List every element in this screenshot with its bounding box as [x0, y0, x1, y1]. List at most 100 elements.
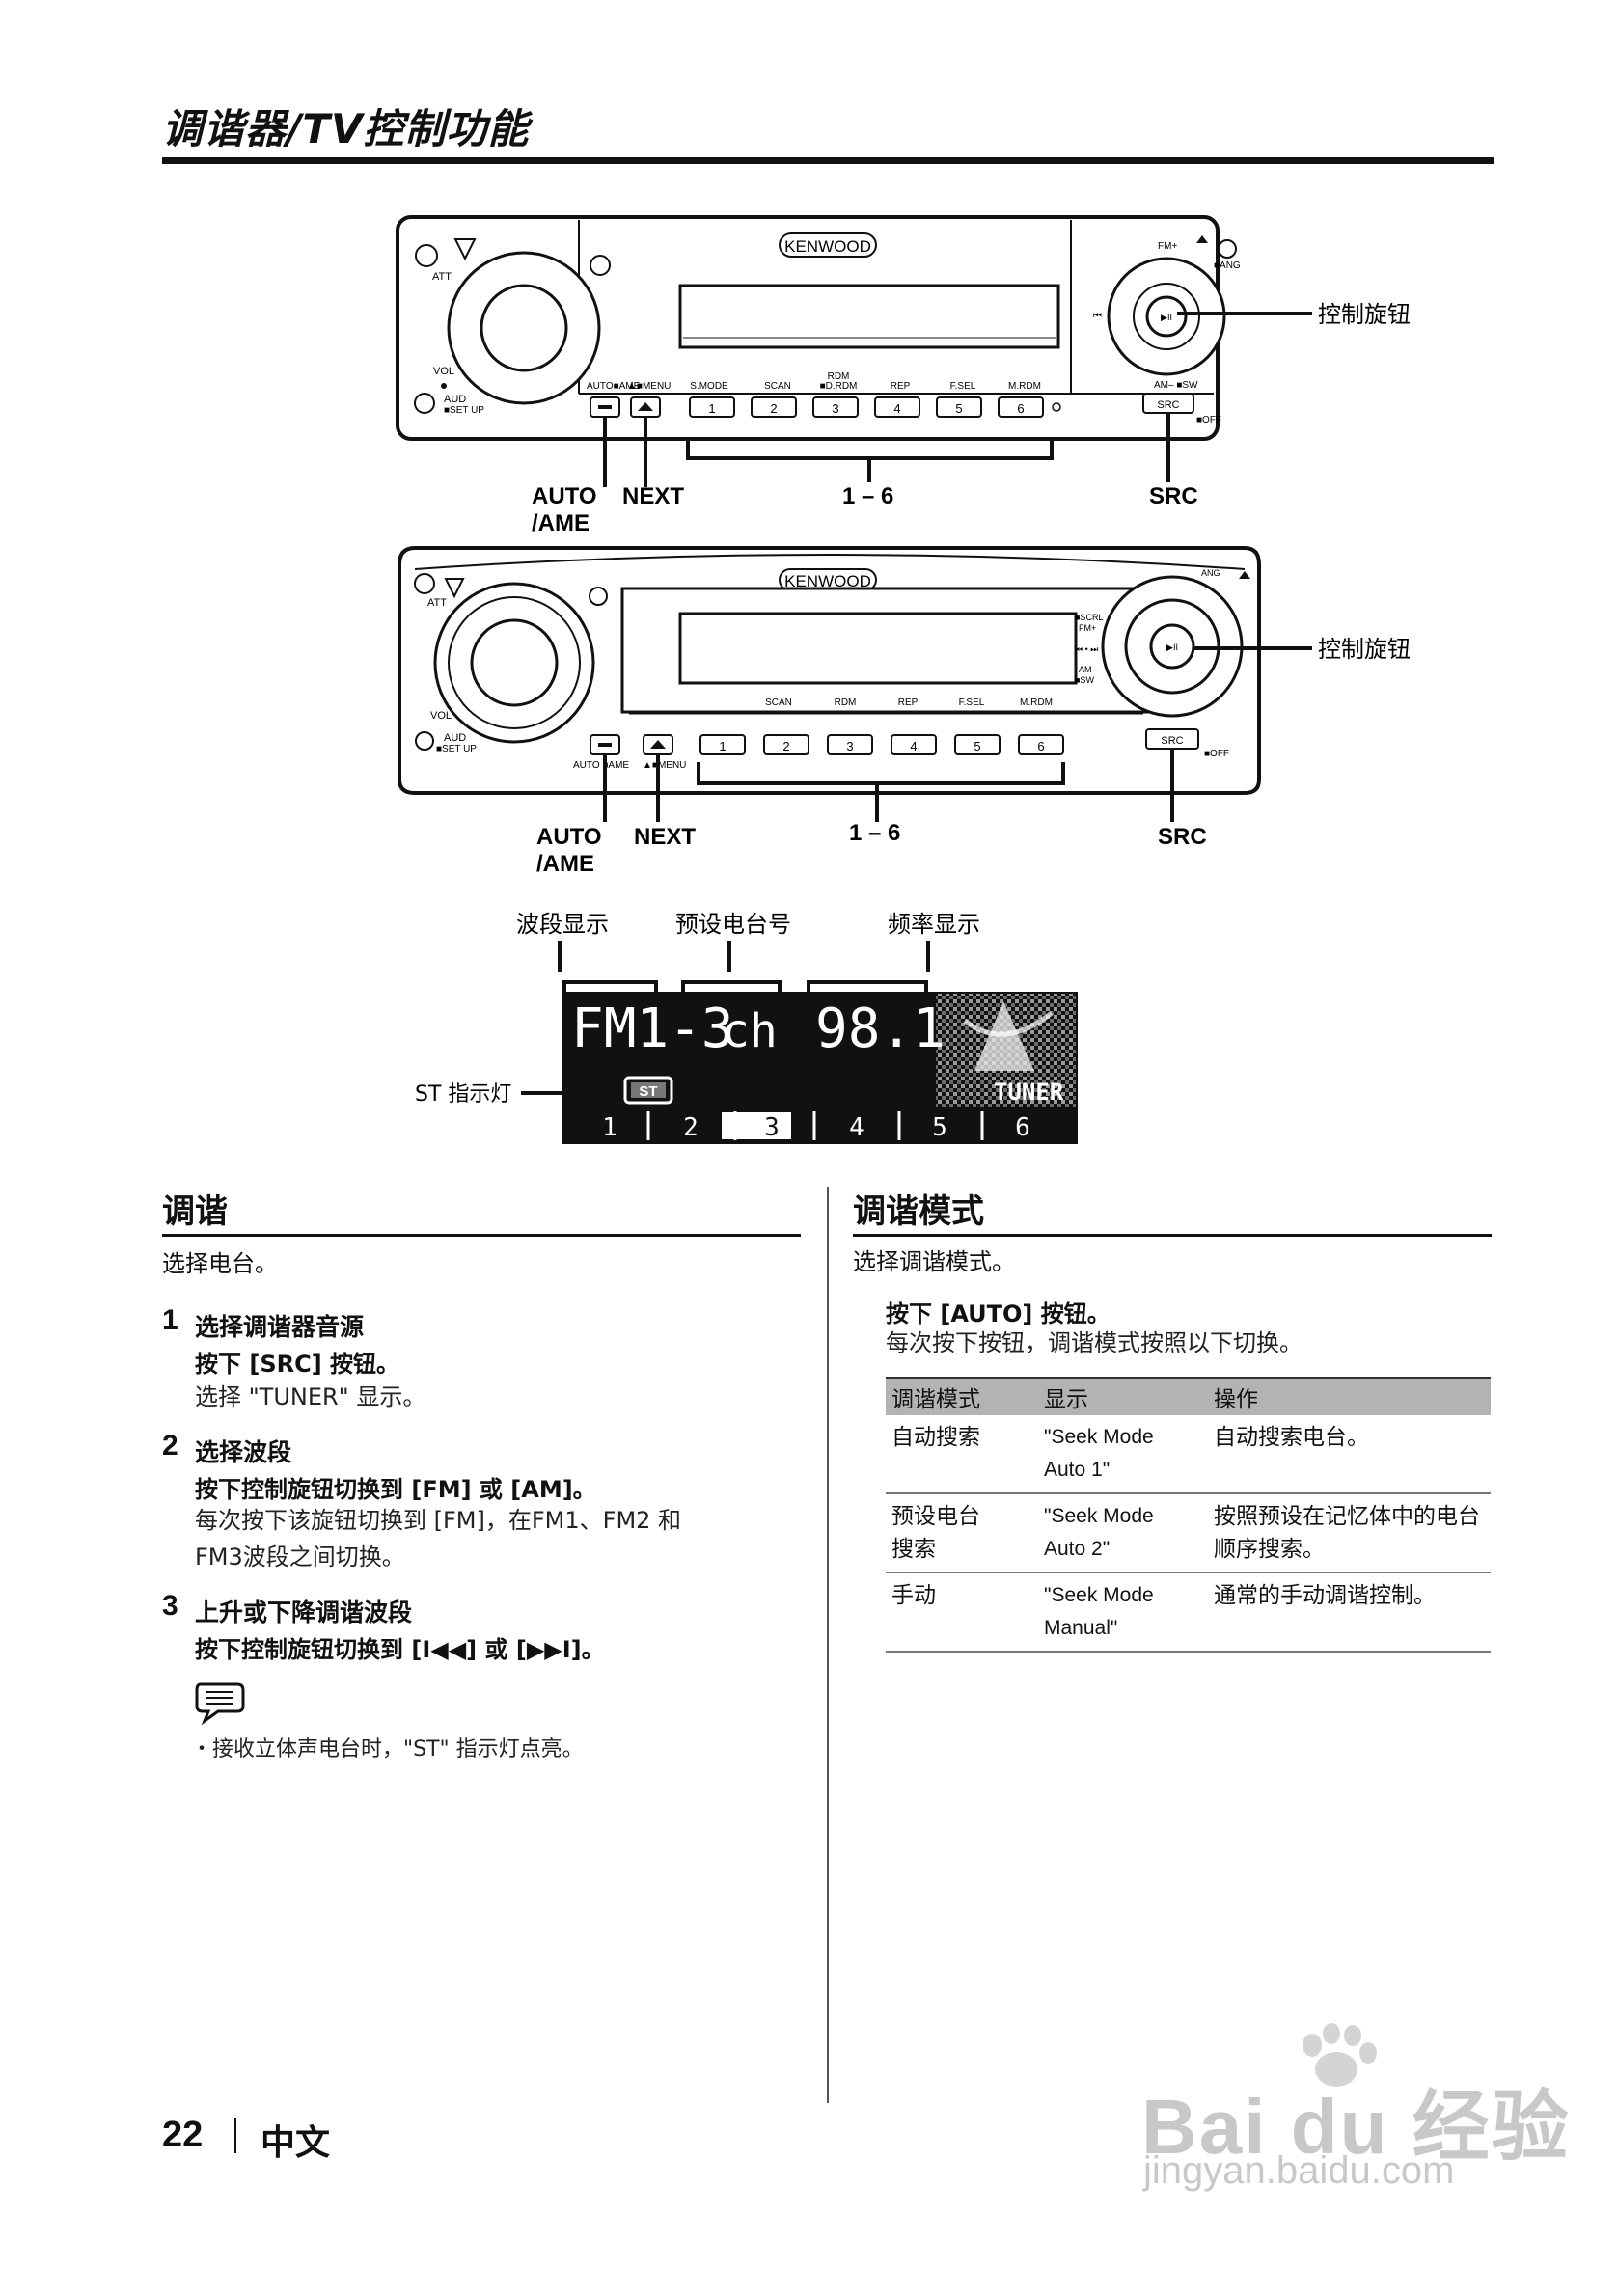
svg-text:6: 6 — [1037, 739, 1044, 753]
svg-text:2: 2 — [683, 1113, 699, 1142]
table-row: 预设电台 搜索 "Seek Mode Auto 2" 按照预设在记忆体中的电台 … — [886, 1493, 1491, 1573]
svg-text:AUTO: AUTO — [536, 824, 602, 850]
svg-text:■D.RDM: ■D.RDM — [820, 381, 858, 392]
svg-text:SRC: SRC — [1157, 399, 1179, 411]
svg-text:1 – 6: 1 – 6 — [849, 820, 900, 846]
svg-text:控制旋钮: 控制旋钮 — [1318, 636, 1411, 663]
radio-unit-1: KENWOOD ATT VOL AUD ■SET UP AUTO■AME ▲■M… — [396, 215, 1411, 536]
svg-text:/AME: /AME — [532, 510, 590, 536]
watermark-url: jingyan.baidu.com — [1143, 2149, 1455, 2192]
st-label: ST 指示灯 — [415, 1082, 511, 1107]
svg-text:4: 4 — [849, 1113, 864, 1142]
table-row: 自动搜索 "Seek Mode Auto 1" 自动搜索电台。 — [886, 1415, 1491, 1494]
svg-text:SCAN: SCAN — [764, 381, 791, 392]
step-action: 按下控制旋钮切换到 [I◀◀] 或 [▶▶I]。 — [195, 1636, 605, 1663]
svg-text:F.SEL: F.SEL — [959, 697, 985, 708]
svg-text:NEXT: NEXT — [634, 824, 696, 850]
presets-callout: 1 – 6 — [842, 483, 893, 509]
column-divider — [827, 1187, 829, 2103]
svg-text:M.RDM: M.RDM — [1020, 697, 1053, 708]
svg-text:M.RDM: M.RDM — [1008, 381, 1041, 392]
svg-text:3: 3 — [846, 739, 853, 753]
svg-text:ATT: ATT — [427, 597, 447, 609]
setup-label: ■SET UP — [444, 405, 484, 416]
preset-keys-2: 1 2 3 4 5 6 — [699, 734, 1064, 755]
radio-unit-2: KENWOOD ATT VOL AUD ■SET UP SCAN RDM REP… — [398, 546, 1411, 877]
table-header-row: 调谐模式 显示 操作 — [886, 1377, 1491, 1415]
svg-text:1: 1 — [719, 739, 726, 753]
knob-callout: 控制旋钮 — [1318, 301, 1411, 328]
st-indicator: ST — [639, 1083, 657, 1100]
svg-text:FM+: FM+ — [1158, 241, 1177, 252]
svg-text:■OFF: ■OFF — [1204, 749, 1229, 759]
svg-text:■SW: ■SW — [1075, 675, 1094, 685]
svg-text:⏮: ⏮ — [1093, 311, 1102, 321]
radio-diagrams: KENWOOD ATT VOL AUD ■SET UP AUTO■AME ▲■M… — [396, 215, 1411, 1144]
menu-label: ▲■MENU — [627, 381, 671, 392]
svg-text:AM– ■SW: AM– ■SW — [1154, 380, 1198, 391]
table-header: 操作 — [1208, 1377, 1491, 1415]
footer-divider — [234, 2118, 236, 2153]
table-row: 手动 "Seek Mode Manual" 通常的手动调谐控制。 — [886, 1572, 1491, 1653]
brand-logo: KENWOOD — [784, 237, 871, 256]
tuner-label: TUNER — [994, 1079, 1064, 1106]
next-callout: NEXT — [622, 483, 684, 509]
svg-text:5: 5 — [932, 1113, 947, 1142]
section-rule-left — [162, 1234, 801, 1237]
page-title: 调谐器/TV控制功能 — [162, 105, 530, 152]
table-header: 调谐模式 — [886, 1377, 1038, 1415]
svg-text:6: 6 — [1015, 1113, 1030, 1142]
band-label: 波段显示 — [516, 911, 609, 938]
display-window — [678, 284, 1060, 349]
svg-text:3: 3 — [832, 401, 838, 416]
svg-text:■SET UP: ■SET UP — [436, 744, 477, 754]
svg-text:RDM: RDM — [835, 697, 857, 708]
svg-text:■OFF: ■OFF — [1196, 415, 1221, 425]
svg-text:S.MODE: S.MODE — [690, 381, 728, 392]
ch-readout: ch — [722, 1004, 778, 1058]
preset-keys-1: 1 2 3 4 5 6 — [689, 396, 1044, 418]
step-action: 按下控制旋钮切换到 [FM] 或 [AM]。 — [195, 1476, 596, 1503]
svg-text:ANG: ANG — [1201, 568, 1220, 578]
step-number: 2 — [162, 1430, 178, 1462]
svg-text:FM+: FM+ — [1079, 623, 1096, 633]
svg-text:■ANG: ■ANG — [1214, 260, 1241, 271]
section-title-tuning-mode: 调谐模式 — [853, 1192, 984, 1231]
page-number: 22 — [162, 2115, 204, 2155]
freq-readout: 98.1 — [815, 998, 946, 1060]
svg-text:SRC: SRC — [1161, 735, 1183, 747]
svg-text:1: 1 — [708, 401, 715, 416]
section-rule-right — [853, 1234, 1492, 1237]
auto-desc: 每次按下按钮，调谐模式按照以下切换。 — [886, 1329, 1303, 1356]
note-text: ・接收立体声电台时，"ST" 指示灯点亮。 — [191, 1737, 584, 1762]
section-intro-left: 选择电台。 — [162, 1250, 278, 1277]
svg-text:AM–: AM– — [1079, 665, 1097, 674]
svg-text:/AME: /AME — [536, 851, 594, 877]
svg-text:REP: REP — [891, 381, 911, 392]
svg-text:AUTO ■AME: AUTO ■AME — [573, 760, 629, 771]
table-header: 显示 — [1038, 1377, 1208, 1415]
svg-text:RDM: RDM — [828, 371, 850, 382]
svg-text:6: 6 — [1017, 401, 1024, 416]
src-callout: SRC — [1149, 483, 1198, 509]
section-title-tuning: 调谐 — [162, 1192, 228, 1231]
aud-label: AUD — [444, 394, 466, 405]
preset-label: 预设电台号 — [675, 911, 791, 938]
svg-text:VOL: VOL — [430, 710, 452, 722]
svg-text:▶II: ▶II — [1166, 642, 1178, 652]
auto-action: 按下 [AUTO] 按钮。 — [886, 1300, 1111, 1327]
svg-text:4: 4 — [910, 739, 917, 753]
svg-text:⏮ • ⏭: ⏮ • ⏭ — [1075, 644, 1098, 654]
step-number: 3 — [162, 1590, 178, 1622]
note-icon — [195, 1682, 245, 1726]
svg-text:1: 1 — [602, 1113, 617, 1142]
step-action: 按下 [SRC] 按钮。 — [195, 1351, 400, 1378]
svg-text:4: 4 — [893, 401, 900, 416]
svg-text:5: 5 — [955, 401, 962, 416]
display-window-2 — [678, 612, 1078, 685]
lcd-display: 波段显示 预设电台号 频率显示 FM1-3 ch 98.1 ST TUNER 1… — [415, 911, 1078, 1144]
svg-text:2: 2 — [770, 401, 777, 416]
att-label: ATT — [432, 271, 452, 283]
svg-text:SCAN: SCAN — [765, 697, 792, 708]
freq-label: 频率显示 — [888, 911, 980, 938]
